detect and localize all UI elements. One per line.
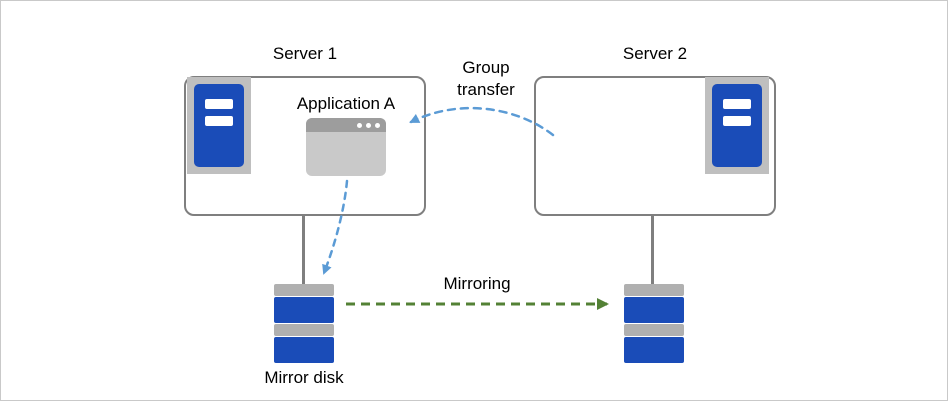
window-dot-icon xyxy=(357,123,362,128)
group-transfer-arrow xyxy=(409,106,555,137)
application-a-label: Application A xyxy=(296,94,396,113)
server-tower-icon xyxy=(712,84,762,167)
mirror-disk-icon xyxy=(274,284,334,364)
server-bar xyxy=(723,116,751,126)
application-window-icon xyxy=(306,118,386,176)
disk-slab-blue xyxy=(274,337,334,363)
server-icon xyxy=(705,77,769,174)
server1-disk-connector xyxy=(302,216,305,284)
disk-slab-gray xyxy=(624,324,684,336)
server-bar xyxy=(205,99,233,109)
disk-slab-blue xyxy=(624,297,684,323)
server-bar xyxy=(723,99,751,109)
mirror-disk-label: Mirror disk xyxy=(264,368,344,387)
disk-slab-gray xyxy=(274,284,334,296)
server-tower-icon xyxy=(194,84,244,167)
mirror-disk-icon xyxy=(624,284,684,364)
disk-slab-blue xyxy=(624,337,684,363)
server-bar xyxy=(205,116,233,126)
disk-slab-gray xyxy=(624,284,684,296)
server1-label: Server 1 xyxy=(272,44,338,63)
app-window-titlebar xyxy=(306,118,386,132)
window-dot-icon xyxy=(366,123,371,128)
disk-slab-blue xyxy=(274,297,334,323)
window-dot-icon xyxy=(375,123,380,128)
server-icon xyxy=(187,77,251,174)
server2-label: Server 2 xyxy=(622,44,688,63)
group-transfer-label: Group transfer xyxy=(457,58,515,100)
server2-disk-connector xyxy=(651,216,654,284)
mirroring-label: Mirroring xyxy=(443,274,511,293)
disk-slab-gray xyxy=(274,324,334,336)
